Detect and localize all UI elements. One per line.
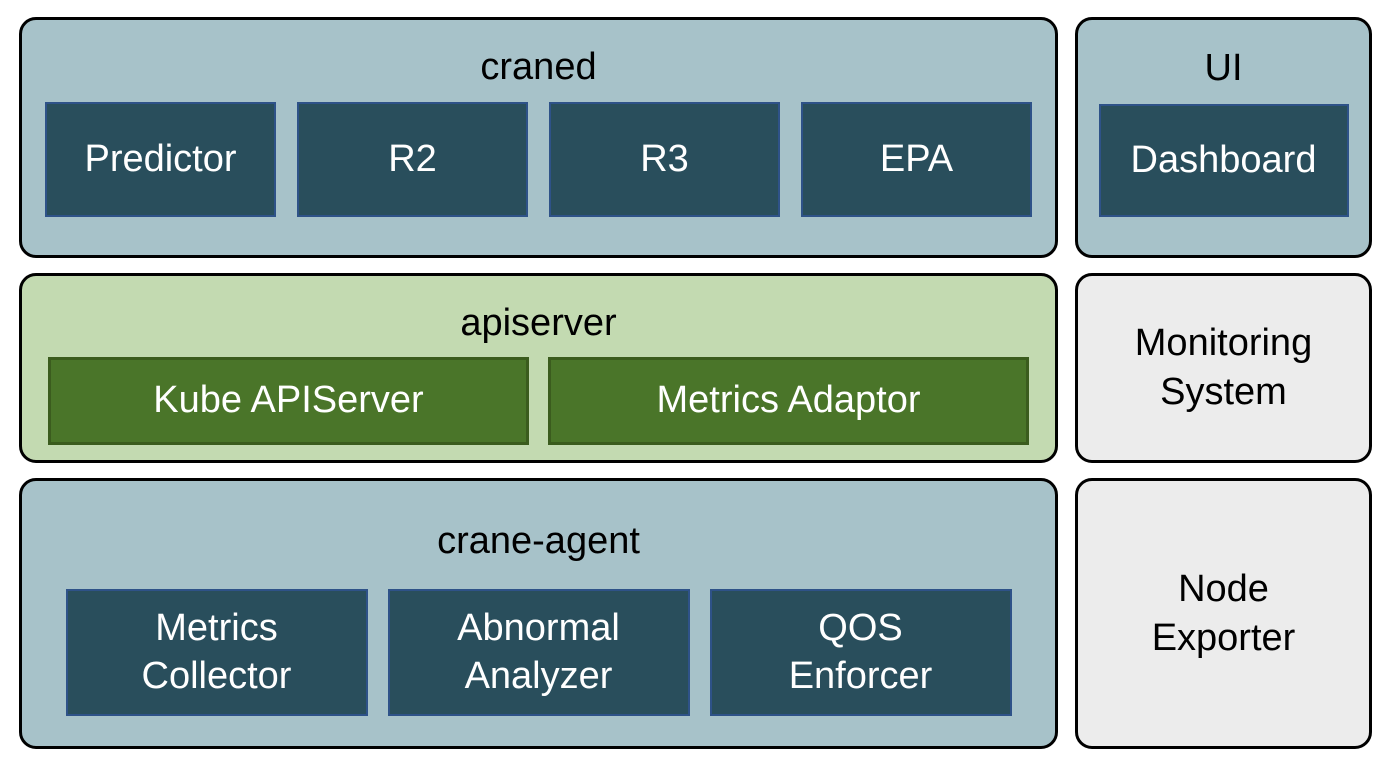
diagram-grid: craned Predictor R2 R3 EPA UI Dashboard … — [19, 17, 1372, 749]
crane-agent-container: crane-agent Metrics Collector Abnormal A… — [19, 478, 1058, 749]
craned-container: craned Predictor R2 R3 EPA — [19, 17, 1058, 258]
metrics-collector-box: Metrics Collector — [65, 589, 368, 716]
abnormal-analyzer-box: Abnormal Analyzer — [387, 589, 690, 716]
craned-box-row: Predictor R2 R3 EPA — [22, 102, 1055, 217]
epa-box: EPA — [801, 102, 1032, 217]
craned-title: craned — [480, 46, 597, 89]
apiserver-container: apiserver Kube APIServer Metrics Adaptor — [19, 273, 1058, 463]
apiserver-box-row: Kube APIServer Metrics Adaptor — [22, 357, 1055, 445]
monitoring-system-box: Monitoring System — [1075, 273, 1372, 463]
predictor-box: Predictor — [45, 102, 276, 217]
qos-enforcer-box: QOS Enforcer — [709, 589, 1012, 716]
apiserver-title: apiserver — [460, 301, 617, 344]
dashboard-box: Dashboard — [1098, 104, 1349, 217]
node-exporter-box: Node Exporter — [1075, 478, 1372, 749]
crane-agent-title: crane-agent — [437, 520, 640, 563]
metrics-adaptor-box: Metrics Adaptor — [548, 357, 1029, 445]
r2-box: R2 — [297, 102, 528, 217]
ui-title: UI — [1204, 47, 1243, 90]
r3-box: R3 — [549, 102, 780, 217]
ui-container: UI Dashboard — [1075, 17, 1372, 258]
crane-agent-box-row: Metrics Collector Abnormal Analyzer QOS … — [22, 589, 1055, 716]
kube-apiserver-box: Kube APIServer — [48, 357, 529, 445]
ui-box-row: Dashboard — [1078, 104, 1369, 217]
